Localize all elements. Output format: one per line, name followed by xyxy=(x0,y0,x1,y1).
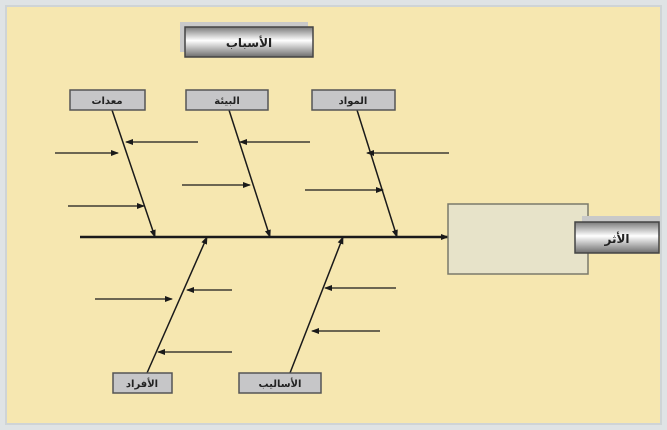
category-environment: البيئة xyxy=(185,89,269,111)
svg-text:معدات: معدات xyxy=(91,96,122,107)
category-methods: الأساليب xyxy=(238,372,322,394)
svg-text:البيئة: البيئة xyxy=(214,96,240,107)
svg-text:الأفراد: الأفراد xyxy=(126,377,158,390)
category-equipment: معدات xyxy=(69,89,146,111)
effect-label: الأثر xyxy=(574,216,660,254)
category-people: الأفراد xyxy=(112,372,173,394)
bone-environment xyxy=(228,109,271,238)
svg-text:الأثر: الأثر xyxy=(603,231,629,246)
category-materials: المواد xyxy=(311,89,396,111)
bone-equipment xyxy=(111,109,156,238)
svg-text:الأسباب: الأسباب xyxy=(226,35,272,50)
causes-title: الأسباب xyxy=(180,22,314,58)
svg-text:المواد: المواد xyxy=(339,96,368,107)
svg-text:الأساليب: الأساليب xyxy=(259,377,302,390)
sub-cause-arrows xyxy=(55,139,449,355)
bone-methods xyxy=(289,236,344,374)
effect-box xyxy=(447,203,589,275)
bone-materials xyxy=(356,109,398,238)
